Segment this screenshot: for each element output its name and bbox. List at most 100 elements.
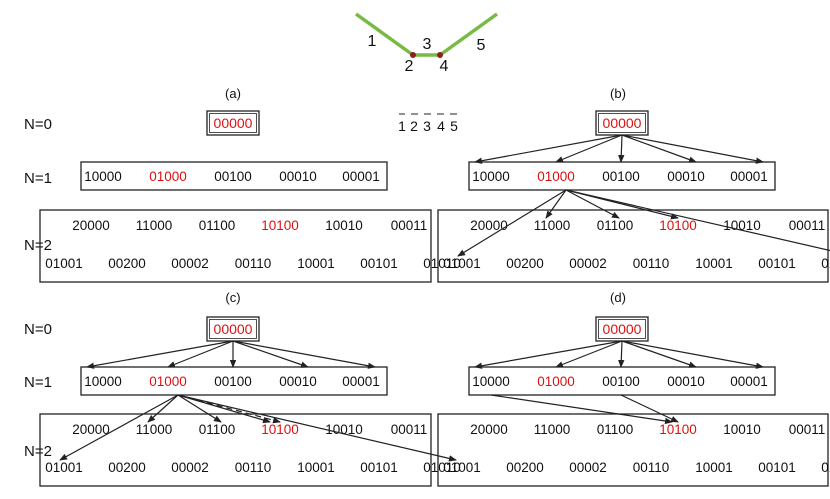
state-n2-top-4: 10010 xyxy=(325,422,363,437)
state-n2-bottom-4: 10001 xyxy=(297,460,335,475)
state-n2-bottom-6: 01010 xyxy=(423,460,461,475)
top-path-diagram: 1 2 3 4 5 xyxy=(354,12,499,75)
state-n2-bottom-2: 00002 xyxy=(569,256,607,271)
state-n2-top-1: 11000 xyxy=(136,218,173,233)
state-n2-bottom-6: 01010 xyxy=(821,460,830,475)
state-n2-top-3: 10100 xyxy=(261,422,299,437)
state-n2-top-5: 00011 xyxy=(391,422,428,437)
n2-box xyxy=(39,413,432,487)
arrow-n0-to-n1-0 xyxy=(474,134,623,164)
state-n1-1: 01000 xyxy=(149,374,187,389)
arrow-00100-to-10100 xyxy=(620,394,679,423)
state-n1-4: 00001 xyxy=(342,374,380,389)
state-n2-bottom-4: 10001 xyxy=(695,460,733,475)
state-n2-bottom-0: 01001 xyxy=(45,460,83,475)
state-n2-top-5: 00011 xyxy=(789,422,826,437)
state-n0: 00000 xyxy=(214,321,253,337)
key-digit-2: 2 xyxy=(410,118,418,134)
arrow-n1-to-n2-1 xyxy=(545,189,567,219)
arrow-n1-to-n2-3 xyxy=(177,394,281,424)
state-n1-0: 10000 xyxy=(84,374,122,389)
n1-box xyxy=(80,161,388,191)
state-n2-bottom-5: 00101 xyxy=(758,460,796,475)
arrow-n0-to-n1-0 xyxy=(86,340,234,369)
path-label-2: 2 xyxy=(405,58,414,75)
state-n1-2: 00100 xyxy=(602,169,640,184)
n2-box xyxy=(437,413,829,487)
arrow-n0-to-n1-3 xyxy=(621,134,697,163)
state-n2-bottom-3: 00110 xyxy=(633,460,670,475)
state-n2-bottom-3: 00110 xyxy=(235,460,272,475)
arrow-n0-to-n1-1 xyxy=(167,340,234,368)
state-n1-0: 10000 xyxy=(84,169,122,184)
state-n2-top-0: 20000 xyxy=(470,422,508,437)
state-n2-top-2: 01100 xyxy=(199,422,236,437)
arrow-n0-to-n1-0 xyxy=(474,340,623,369)
state-n1-2: 00100 xyxy=(214,374,252,389)
state-n1-2: 00100 xyxy=(214,169,252,184)
key-digit-4: 4 xyxy=(437,118,445,134)
state-n2-bottom-6: 01010 xyxy=(423,256,461,271)
state-n0: 00000 xyxy=(214,115,253,131)
state-n2-top-4: 10010 xyxy=(325,218,363,233)
panel-label: (d) xyxy=(610,290,626,305)
path-node-4 xyxy=(437,52,443,58)
row-label-n0: N=0 xyxy=(24,116,52,133)
key-digit-1: 1 xyxy=(398,118,406,134)
state-n2-top-1: 11000 xyxy=(136,422,173,437)
state-n2-bottom-2: 00002 xyxy=(171,256,209,271)
state-n2-top-0: 20000 xyxy=(470,218,508,233)
arrow-n0-to-n1-3 xyxy=(232,340,309,368)
row-label-n0: N=0 xyxy=(24,321,52,338)
state-n2-top-4: 10010 xyxy=(723,422,761,437)
state-n1-3: 00010 xyxy=(279,169,317,184)
state-n2-top-1: 11000 xyxy=(534,422,571,437)
state-n1-4: 00001 xyxy=(730,374,768,389)
path-label-3: 3 xyxy=(423,36,432,53)
state-n1-4: 00001 xyxy=(730,169,768,184)
state-n2-bottom-1: 00200 xyxy=(108,460,146,475)
arrow-n1-to-n2-4 xyxy=(565,189,830,252)
state-n2-bottom-5: 00101 xyxy=(360,256,398,271)
state-n2-top-2: 01100 xyxy=(597,422,634,437)
arrow-n1-to-n2-4 xyxy=(177,394,457,462)
state-n2-top-0: 20000 xyxy=(72,218,110,233)
state-n2-bottom-5: 00101 xyxy=(758,256,796,271)
state-n2-bottom-0: 01001 xyxy=(443,460,481,475)
state-n2-bottom-4: 10001 xyxy=(695,256,733,271)
state-n2-bottom-1: 00200 xyxy=(506,460,544,475)
arrow-n0-to-n1-1 xyxy=(555,340,623,368)
row-label-n1: N=1 xyxy=(24,374,52,391)
state-n2-bottom-0: 01001 xyxy=(443,256,481,271)
panel-label: (c) xyxy=(225,290,240,305)
n0-box xyxy=(206,110,260,136)
n0-box-inner xyxy=(598,113,646,133)
state-n2-bottom-0: 01001 xyxy=(45,256,83,271)
arrow-n1-to-n2-2 xyxy=(177,394,222,423)
state-n2-top-5: 00011 xyxy=(391,218,428,233)
n0-box-inner xyxy=(598,319,646,339)
state-n2-top-4: 10010 xyxy=(723,218,761,233)
panel-label: (b) xyxy=(610,86,626,101)
state-n2-top-0: 20000 xyxy=(72,422,110,437)
state-n1-0: 10000 xyxy=(472,169,510,184)
row-label-n1: N=1 xyxy=(24,170,52,187)
key-digit-3: 3 xyxy=(423,118,431,134)
path-node-2 xyxy=(410,52,416,58)
state-n1-3: 00010 xyxy=(667,169,705,184)
arrow-n0-to-n1-4 xyxy=(621,340,764,369)
panel-label: (a) xyxy=(225,86,241,101)
state-n2-bottom-1: 00200 xyxy=(108,256,146,271)
arrow-n1-to-n2-2 xyxy=(565,189,620,219)
arrow-n1-to-n2-1 xyxy=(147,394,179,423)
arrow-n1-to-n2-0 xyxy=(457,189,567,257)
arrow-n0-to-n1-4 xyxy=(621,134,764,164)
state-n2-top-3: 10100 xyxy=(659,218,697,233)
path-label-5: 5 xyxy=(477,37,486,54)
arrow-n0-to-n1-3 xyxy=(621,340,697,368)
path-label-4: 4 xyxy=(440,58,449,75)
